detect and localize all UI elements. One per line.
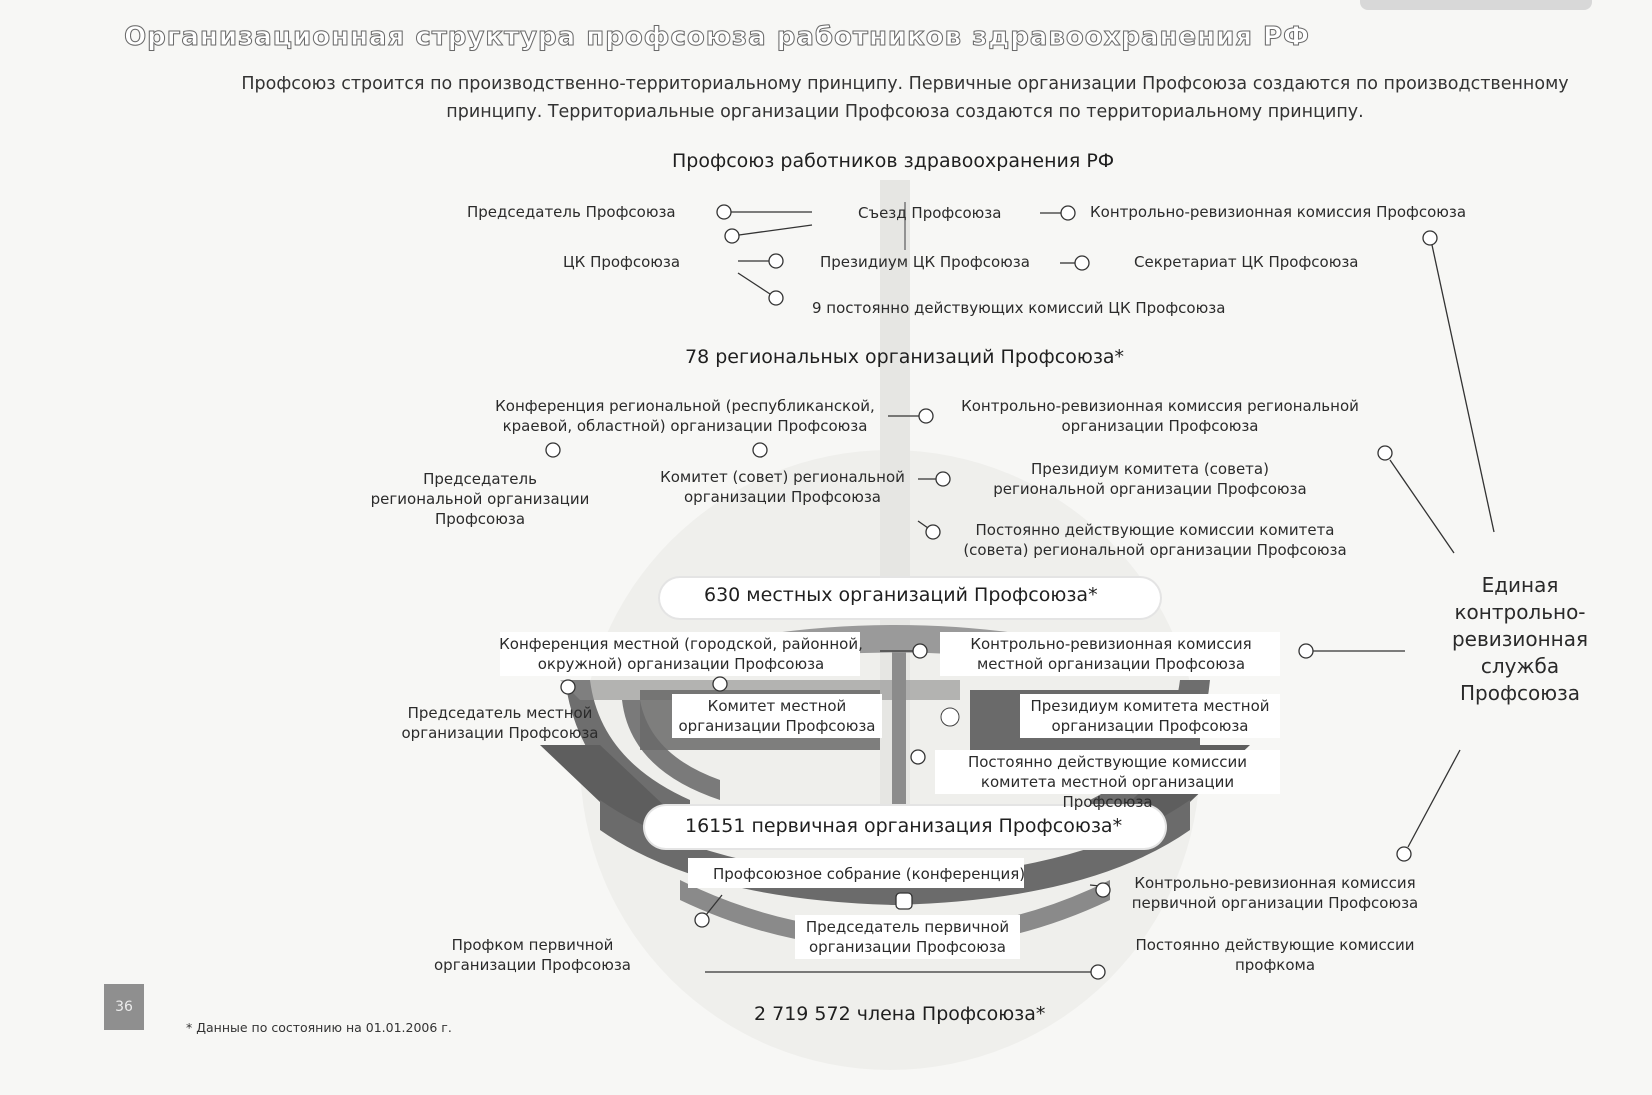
local-commissions-bg: [935, 750, 1280, 794]
federal-secretariat: Секретариат ЦК Профсоюза: [1134, 253, 1359, 271]
federal-audit-commission: Контрольно-ревизионная комиссия Профсоюз…: [1090, 203, 1467, 221]
primary-chairman: Председатель первичной организации Профс…: [805, 918, 1010, 956]
regional-presidium: Президиум комитета (совета) региональной…: [993, 460, 1307, 498]
local-conference: Конференция местной (городской, районной…: [499, 635, 863, 673]
local-audit-bg: [940, 632, 1280, 676]
regional-audit: Контрольно-ревизионная комиссия регионал…: [961, 397, 1359, 435]
regional-header: 78 региональных организаций Профсоюза*: [685, 346, 1125, 368]
federal-congress: Съезд Профсоюза: [858, 204, 1002, 222]
primary-meeting-bg: [688, 858, 1024, 888]
members-count: 2 719 572 члена Профсоюза*: [754, 1003, 1046, 1025]
local-presidium: Президиум комитета местной организации П…: [1030, 697, 1270, 735]
regional-commissions: Постоянно действующие комиссии комитета …: [963, 521, 1347, 559]
primary-meeting: Профсоюзное собрание (конференция): [713, 865, 1026, 883]
regional-chairman: Председатель региональной организации Пр…: [370, 470, 590, 528]
federal-header: Профсоюз работников здравоохранения РФ: [672, 150, 1115, 172]
local-conference-bg: [500, 632, 860, 676]
primary-profcom: Профком первичной организации Профсоюза: [434, 936, 631, 974]
regional-conference: Конференция региональной (республиканско…: [495, 397, 875, 435]
page-number: 36: [104, 984, 144, 1030]
page-corner-tab: [1360, 0, 1592, 10]
federal-commissions: 9 постоянно действующих комиссий ЦК Проф…: [812, 299, 1226, 317]
primary-commissions: Постоянно действующие комиссии профкома: [1135, 936, 1415, 974]
federal-chairman: Председатель Профсоюза: [467, 203, 676, 221]
primary-audit: Контрольно-ревизионная комиссия первично…: [1131, 874, 1419, 912]
local-commissions: Постоянно действующие комиссии комитета …: [967, 753, 1248, 811]
local-audit: Контрольно-ревизионная комиссия местной …: [970, 635, 1252, 673]
unified-audit-service: Единая контрольно-ревизионная служба Про…: [1451, 573, 1589, 705]
local-header-pill: [660, 578, 1160, 618]
regional-committee: Комитет (совет) региональной организации…: [660, 468, 905, 506]
local-committee-bg: [672, 694, 882, 738]
local-committee: Комитет местной организации Профсоюза: [678, 697, 876, 735]
local-presidium-bg: [1020, 694, 1280, 738]
primary-header-pill: [645, 806, 1165, 848]
local-header: 630 местных организаций Профсоюза*: [704, 584, 1098, 606]
local-chairman: Председатель местной организации Профсою…: [401, 704, 599, 742]
federal-presidium: Президиум ЦК Профсоюза: [820, 253, 1030, 271]
page-title: Организационная структура профсоюза рабо…: [124, 22, 1310, 53]
intro-text: Профсоюз строится по производственно-тер…: [241, 74, 1569, 122]
primary-header: 16151 первичная организация Профсоюза*: [685, 815, 1123, 837]
federal-cc: ЦК Профсоюза: [563, 253, 681, 271]
footnote: * Данные по состоянию на 01.01.2006 г.: [186, 1020, 452, 1035]
primary-chairman-bg: [795, 915, 1020, 959]
